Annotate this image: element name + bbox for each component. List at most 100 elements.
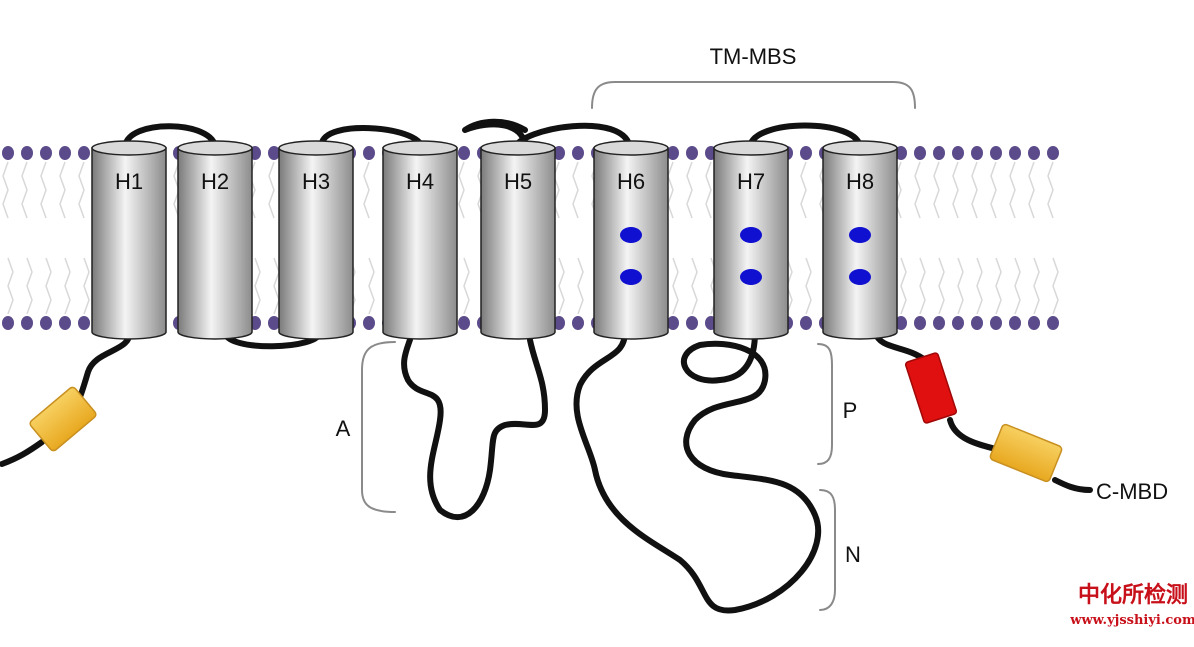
tm-mbs-label: TM-MBS [710, 44, 797, 69]
n-terminal-domain [29, 386, 97, 452]
lipid-tail [78, 161, 90, 315]
lipid-tail [40, 161, 52, 315]
lipid-head [1009, 146, 1021, 160]
metal-binding-site [740, 227, 762, 243]
helix-h1: H1 [91, 140, 167, 340]
helix-cap [480, 140, 556, 156]
tm-mbs-bracket [591, 81, 916, 109]
lipid-tail [21, 161, 33, 315]
watermark-url: www.yjsshiyi.com [1069, 613, 1194, 628]
helix-h8: H8 [822, 140, 898, 340]
helix-body [713, 147, 789, 340]
lipid-head [895, 316, 907, 330]
loop-a [401, 329, 548, 520]
lipid-head [914, 316, 926, 330]
lipid-head [667, 316, 679, 330]
helix-h3: H3 [278, 140, 354, 340]
lipid-head [553, 316, 565, 330]
lipid-head [933, 316, 945, 330]
lipid-head [1047, 316, 1059, 330]
loop-h7-h8 [747, 122, 863, 151]
lipid-tail [914, 161, 926, 315]
lipid-head [2, 316, 14, 330]
metal-binding-site [849, 227, 871, 243]
lipid-head [1047, 146, 1059, 160]
helix-h2: H2 [177, 140, 253, 340]
watermark-text: 中化所检测 [1078, 582, 1188, 608]
helix-h7: H7 [713, 140, 789, 340]
lipid-tail [1028, 161, 1040, 315]
lipid-head [800, 146, 812, 160]
lipid-tail [458, 161, 470, 315]
c-terminal-domain [989, 423, 1063, 483]
helix-label: H7 [737, 169, 765, 194]
lipid-tail [667, 161, 679, 315]
helix-body [822, 147, 898, 340]
metal-binding-site [620, 269, 642, 285]
lipid-tail [800, 161, 812, 315]
lipid-head [686, 316, 698, 330]
lipid-tail [933, 161, 945, 315]
helix-body [177, 147, 253, 340]
metal-binding-site [620, 227, 642, 243]
lipid-head [971, 316, 983, 330]
lipid-head [1028, 146, 1040, 160]
helix-cap [91, 140, 167, 156]
loop-h1-h2 [122, 123, 218, 151]
helix-h5: H5 [480, 140, 556, 340]
helix-label: H2 [201, 169, 229, 194]
helix-body [593, 147, 669, 340]
lipid-head [686, 146, 698, 160]
n-label: N [845, 542, 861, 567]
helix-h6: H6 [593, 140, 669, 340]
lipid-head [553, 146, 565, 160]
lipid-head [1009, 316, 1021, 330]
helix-cap [593, 140, 669, 156]
lipid-head [914, 146, 926, 160]
lipid-head [895, 146, 907, 160]
p-bracket [817, 343, 833, 465]
helix-cap [822, 140, 898, 156]
helix-label: H8 [846, 169, 874, 194]
lipid-head [59, 146, 71, 160]
lipid-head [952, 146, 964, 160]
helix-label: H6 [617, 169, 645, 194]
helix-body [91, 147, 167, 340]
lipid-head [990, 146, 1002, 160]
helix-cap [177, 140, 253, 156]
helix-cap [278, 140, 354, 156]
lipid-head [1028, 316, 1040, 330]
red-domain [904, 352, 958, 424]
lipid-tail [971, 161, 983, 315]
lipid-head [363, 316, 375, 330]
helix-label: H4 [406, 169, 434, 194]
lipid-tail [952, 161, 964, 315]
lipid-tail [363, 161, 375, 315]
lipid-tail [1009, 161, 1021, 315]
lipid-head [990, 316, 1002, 330]
c-terminal-tail [872, 329, 1093, 493]
helix-h4: H4 [382, 140, 458, 340]
lipid-head [2, 146, 14, 160]
helix-body [382, 147, 458, 340]
metal-binding-site [849, 269, 871, 285]
lipid-head [268, 146, 280, 160]
lipid-head [21, 146, 33, 160]
p-label: P [843, 398, 858, 423]
loop-pn [573, 329, 822, 614]
helix-cap [713, 140, 789, 156]
lipid-tail [686, 161, 698, 315]
metal-binding-site [740, 269, 762, 285]
helix-layer: H1 H2 H3 H4 H5 H6 H7 H8 [91, 140, 898, 340]
lipid-tail [2, 161, 14, 315]
lipid-tail [59, 161, 71, 315]
helix-label: H1 [115, 169, 143, 194]
lipid-head [458, 146, 470, 160]
lipid-tail [268, 161, 280, 315]
lipid-head [971, 146, 983, 160]
lipid-head [572, 146, 584, 160]
lipid-head [268, 316, 280, 330]
helix-body [278, 147, 354, 340]
lipid-head [363, 146, 375, 160]
lipid-head [458, 316, 470, 330]
